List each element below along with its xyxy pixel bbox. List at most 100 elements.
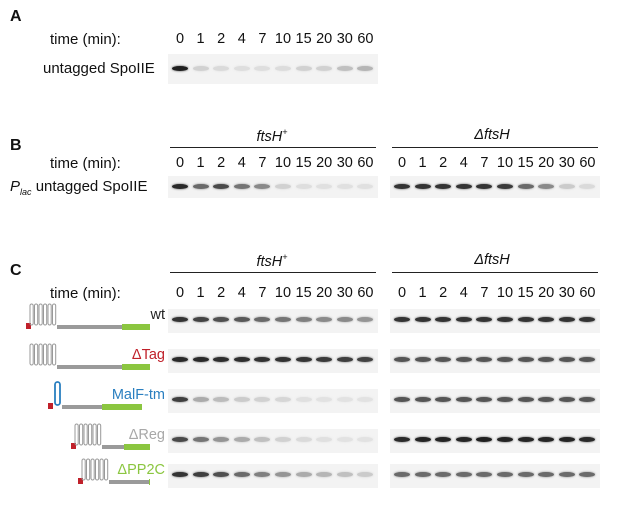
panel-c-ftsh-row0-band-10 <box>275 317 291 322</box>
panel-c-ftsh-row3-band-1 <box>192 437 209 442</box>
panel-c-ftsh-row1-band-0 <box>172 357 188 362</box>
panel-b-deltaftsh-timepoint-7: 7 <box>480 155 489 171</box>
panel-b-deltaftsh-band-20 <box>538 184 555 189</box>
panel-c-deltaftsh-row3-band-20 <box>538 437 555 442</box>
panel-a-band-60 <box>357 66 374 71</box>
panel-c-blot-ftsh-1 <box>168 349 378 373</box>
panel-c-deltaftsh-timepoint-15: 15 <box>517 285 534 301</box>
panel-c-deltaftsh-row1-band-1 <box>414 357 431 362</box>
panel-c-ftsh-row3-band-7 <box>254 437 271 442</box>
panel-b-deltaftsh-timepoint-60: 60 <box>579 155 596 171</box>
panel-a-timepoint-20: 20 <box>316 31 333 47</box>
panel-c-deltaftsh-timepoint-1: 1 <box>418 285 427 301</box>
panel-c-ftsh-timepoint-10: 10 <box>274 285 292 301</box>
panel-b-deltaftsh-band-1 <box>414 184 431 189</box>
panel-b-blot-ftsh <box>168 176 378 198</box>
panel-a-timepoint-7: 7 <box>258 31 267 47</box>
panel-c-ftsh-row4-band-4 <box>233 472 250 477</box>
panel-a-band-0 <box>172 66 188 71</box>
panel-c-deltaftsh-row3-band-1 <box>414 437 431 442</box>
panel-c-genotype-line-ftsh <box>170 272 376 273</box>
panel-c-ftsh-row0-band-20 <box>316 317 333 322</box>
panel-c-deltaftsh-row2-band-4 <box>455 397 472 402</box>
panel-a-band-1 <box>192 66 209 71</box>
panel-c-deltaftsh-row0-band-60 <box>579 317 596 322</box>
panel-c-ftsh-row0-band-2 <box>213 317 230 322</box>
panel-b-ftsh-timepoint-30: 30 <box>336 155 353 171</box>
panel-b-ftsh-timepoint-0: 0 <box>175 155 185 171</box>
panel-c-deltaftsh-timepoint-10: 10 <box>496 285 514 301</box>
panel-c-ftsh-row1-band-60 <box>357 357 374 362</box>
panel-c-deltaftsh-row2-band-7 <box>476 397 493 402</box>
panel-c-ftsh-row0-band-1 <box>192 317 209 322</box>
panel-c-blot-ftsh-2 <box>168 389 378 413</box>
panel-c-ftsh-row0-band-4 <box>233 317 250 322</box>
panel-c-ftsh-row1-band-2 <box>213 357 230 362</box>
panel-a-band-2 <box>213 66 230 71</box>
panel-a-row-label: untagged SpoIIE <box>43 60 155 77</box>
panel-c-ftsh-row3-band-4 <box>233 437 250 442</box>
construct-diagram-1 <box>29 343 150 370</box>
panel-c-ftsh-row2-band-20 <box>316 397 333 402</box>
panel-b-time-label: time (min): <box>50 155 121 172</box>
panel-a-timepoint-2: 2 <box>217 31 226 47</box>
panel-c-ftsh-timepoint-2: 2 <box>217 285 226 301</box>
panel-c-deltaftsh-row2-band-2 <box>435 397 452 402</box>
panel-b-ftsh-timepoint-20: 20 <box>316 155 333 171</box>
panel-c-blot-deltaftsh-1 <box>390 349 600 373</box>
panel-c-ftsh-row2-band-15 <box>295 397 312 402</box>
panel-letter-b: B <box>10 137 22 154</box>
panel-c-genotype-line-deltaftsh <box>392 272 598 273</box>
panel-c-deltaftsh-row0-band-4 <box>455 317 472 322</box>
panel-b-deltaftsh-band-7 <box>476 184 493 189</box>
panel-b-deltaftsh-timepoint-15: 15 <box>517 155 534 171</box>
panel-c-ftsh-timepoint-60: 60 <box>357 285 374 301</box>
panel-a-timepoint-30: 30 <box>336 31 353 47</box>
panel-b-ftsh-timepoint-10: 10 <box>274 155 292 171</box>
panel-b-ftsh-band-30 <box>336 184 353 189</box>
panel-b-deltaftsh-timepoint-2: 2 <box>439 155 448 171</box>
panel-b-deltaftsh-band-60 <box>579 184 596 189</box>
panel-b-ftsh-band-1 <box>192 184 209 189</box>
panel-a-timepoint-4: 4 <box>237 31 246 47</box>
panel-c-deltaftsh-row1-band-7 <box>476 357 493 362</box>
panel-b-ftsh-timepoint-60: 60 <box>357 155 374 171</box>
panel-c-ftsh-row1-band-10 <box>275 357 291 362</box>
panel-b-genotype-line-deltaftsh <box>392 147 598 148</box>
panel-c-deltaftsh-row1-band-20 <box>538 357 555 362</box>
panel-c-blot-deltaftsh-4 <box>390 464 600 488</box>
panel-b-ftsh-band-4 <box>233 184 250 189</box>
panel-c-ftsh-row1-band-1 <box>192 357 209 362</box>
panel-c-deltaftsh-row0-band-10 <box>497 317 513 322</box>
panel-c-deltaftsh-row4-band-7 <box>476 472 493 477</box>
panel-c-ftsh-timepoint-4: 4 <box>237 285 246 301</box>
panel-c-ftsh-row2-band-60 <box>357 397 374 402</box>
panel-b-ftsh-timepoint-2: 2 <box>217 155 226 171</box>
panel-b-ftsh-band-7 <box>254 184 271 189</box>
panel-c-ftsh-timepoint-1: 1 <box>196 285 205 301</box>
construct-diagram-3 <box>71 423 150 450</box>
panel-b-deltaftsh-band-30 <box>558 184 575 189</box>
panel-c-blot-ftsh-3 <box>168 429 378 453</box>
panel-a-band-15 <box>295 66 312 71</box>
construct-label-0: wt <box>150 307 166 323</box>
panel-c-ftsh-row1-band-20 <box>316 357 333 362</box>
construct-label-1: ΔTag <box>131 347 165 363</box>
panel-b-genotype-line-ftsh <box>170 147 376 148</box>
panel-c-deltaftsh-row1-band-60 <box>579 357 596 362</box>
construct-label-2: MalF-tm <box>111 387 165 403</box>
panel-b-ftsh-band-10 <box>275 184 291 189</box>
panel-c-ftsh-row1-band-15 <box>295 357 312 362</box>
panel-c-ftsh-row3-band-2 <box>213 437 230 442</box>
panel-b-ftsh-band-2 <box>213 184 230 189</box>
panel-c-genotype-ftsh: ftsH+ <box>256 252 288 270</box>
panel-c-ftsh-row2-band-1 <box>192 397 209 402</box>
panel-c-blot-ftsh-0 <box>168 309 378 333</box>
panel-c-ftsh-timepoint-0: 0 <box>175 285 185 301</box>
panel-c-deltaftsh-row0-band-15 <box>517 317 534 322</box>
panel-b-genotype-ftsh: ftsH+ <box>256 127 288 145</box>
panel-b-deltaftsh-band-0 <box>394 184 410 189</box>
panel-c-ftsh-row2-band-10 <box>275 397 291 402</box>
panel-c-deltaftsh-row4-band-15 <box>517 472 534 477</box>
panel-c-ftsh-row0-band-30 <box>336 317 353 322</box>
